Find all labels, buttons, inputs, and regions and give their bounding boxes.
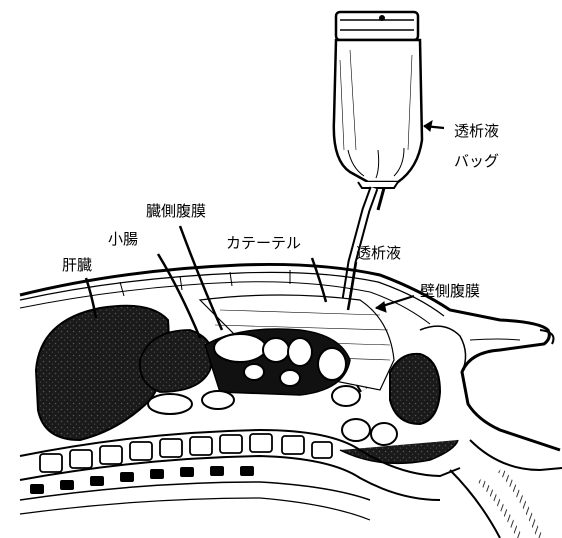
visceral-peritoneum-label: 臓側腹膜 <box>146 204 206 219</box>
liver-label: 肝臓 <box>62 258 92 273</box>
spine <box>20 430 460 520</box>
catheter-label: カテーテル <box>226 236 301 251</box>
back-region <box>450 440 562 538</box>
dialysate-label: 透析液 <box>356 246 401 261</box>
dialysate-bag <box>334 12 422 188</box>
dialysate-bag-label-line1: 透析液 <box>454 124 499 139</box>
small-intestine-label: 小腸 <box>108 232 138 247</box>
dialysate-bag-label-line2: バッグ <box>454 154 499 169</box>
parietal-peritoneum-label: 壁側腹膜 <box>420 284 480 299</box>
